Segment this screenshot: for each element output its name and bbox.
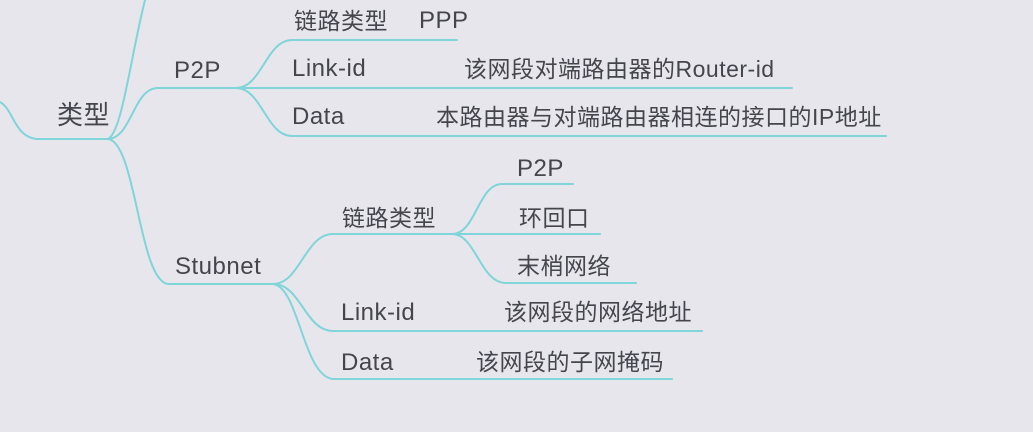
edge-stubnet-to-data2-row xyxy=(272,283,673,380)
node-stubnet-link-id-value[interactable]: 该网段的网络地址 xyxy=(504,299,692,325)
node-stubnet-link-type-p2p[interactable]: P2P xyxy=(517,155,564,182)
node-p2p-branch[interactable]: P2P xyxy=(174,57,221,84)
node-stubnet-link-type-stub-network[interactable]: 末梢网络 xyxy=(517,253,611,279)
node-p2p-data-value[interactable]: 本路由器与对端路由器相连的接口的IP地址 xyxy=(436,104,882,130)
node-p2p-link-type-value[interactable]: PPP xyxy=(419,7,469,34)
edge-root-incoming xyxy=(0,101,109,140)
edge-stubnet-to-linkid2-row xyxy=(272,283,703,332)
node-stubnet-branch[interactable]: Stubnet xyxy=(175,253,262,280)
edge-p2p-to-linktype-row xyxy=(235,39,458,89)
node-stubnet-data-key[interactable]: Data xyxy=(341,349,394,376)
node-stubnet-link-type-key[interactable]: 链路类型 xyxy=(342,205,436,231)
edge-root-to-p2p-and-linkid-row xyxy=(107,87,793,140)
edge-stubnet-to-linktype2-row xyxy=(272,233,601,285)
node-stubnet-data-value[interactable]: 该网段的子网掩码 xyxy=(476,349,664,375)
edge-linktype2-to-p2p xyxy=(451,183,574,235)
node-p2p-data-key[interactable]: Data xyxy=(292,103,345,130)
node-stubnet-link-id-key[interactable]: Link-id xyxy=(341,299,416,326)
edge-root-up-offscreen xyxy=(107,0,146,140)
edge-p2p-to-data-row xyxy=(235,87,887,137)
node-p2p-link-id-value[interactable]: 该网段对端路由器的Router-id xyxy=(464,56,775,82)
edge-root-to-stubnet xyxy=(107,138,274,285)
node-p2p-link-id-key[interactable]: Link-id xyxy=(292,55,367,82)
node-stubnet-link-type-loopback[interactable]: 环回口 xyxy=(519,205,590,231)
edge-linktype2-to-stub-network xyxy=(451,233,637,284)
node-root-type[interactable]: 类型 xyxy=(57,100,111,130)
node-p2p-link-type-key[interactable]: 链路类型 xyxy=(294,8,388,34)
